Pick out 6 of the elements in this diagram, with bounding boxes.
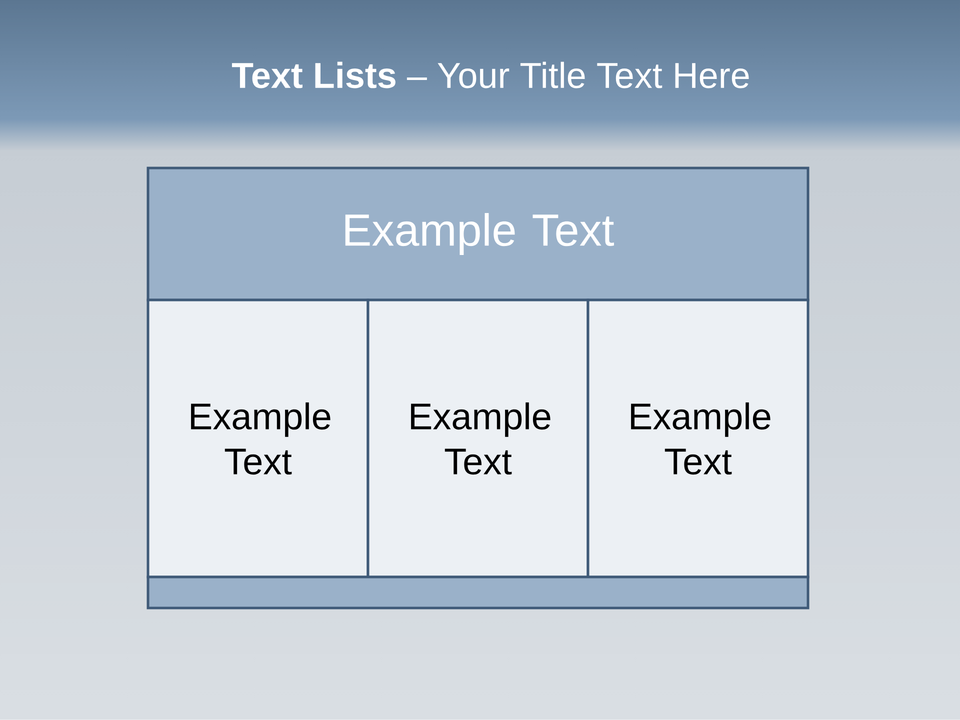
text-box: Example Text (366, 298, 590, 578)
title: Text Lists – Your Title Text Here (232, 62, 749, 88)
header-box: Example Text (146, 166, 810, 302)
text-box: Example Text (586, 298, 810, 578)
text-box: Example Text (146, 298, 370, 578)
footer-bar (146, 576, 810, 610)
